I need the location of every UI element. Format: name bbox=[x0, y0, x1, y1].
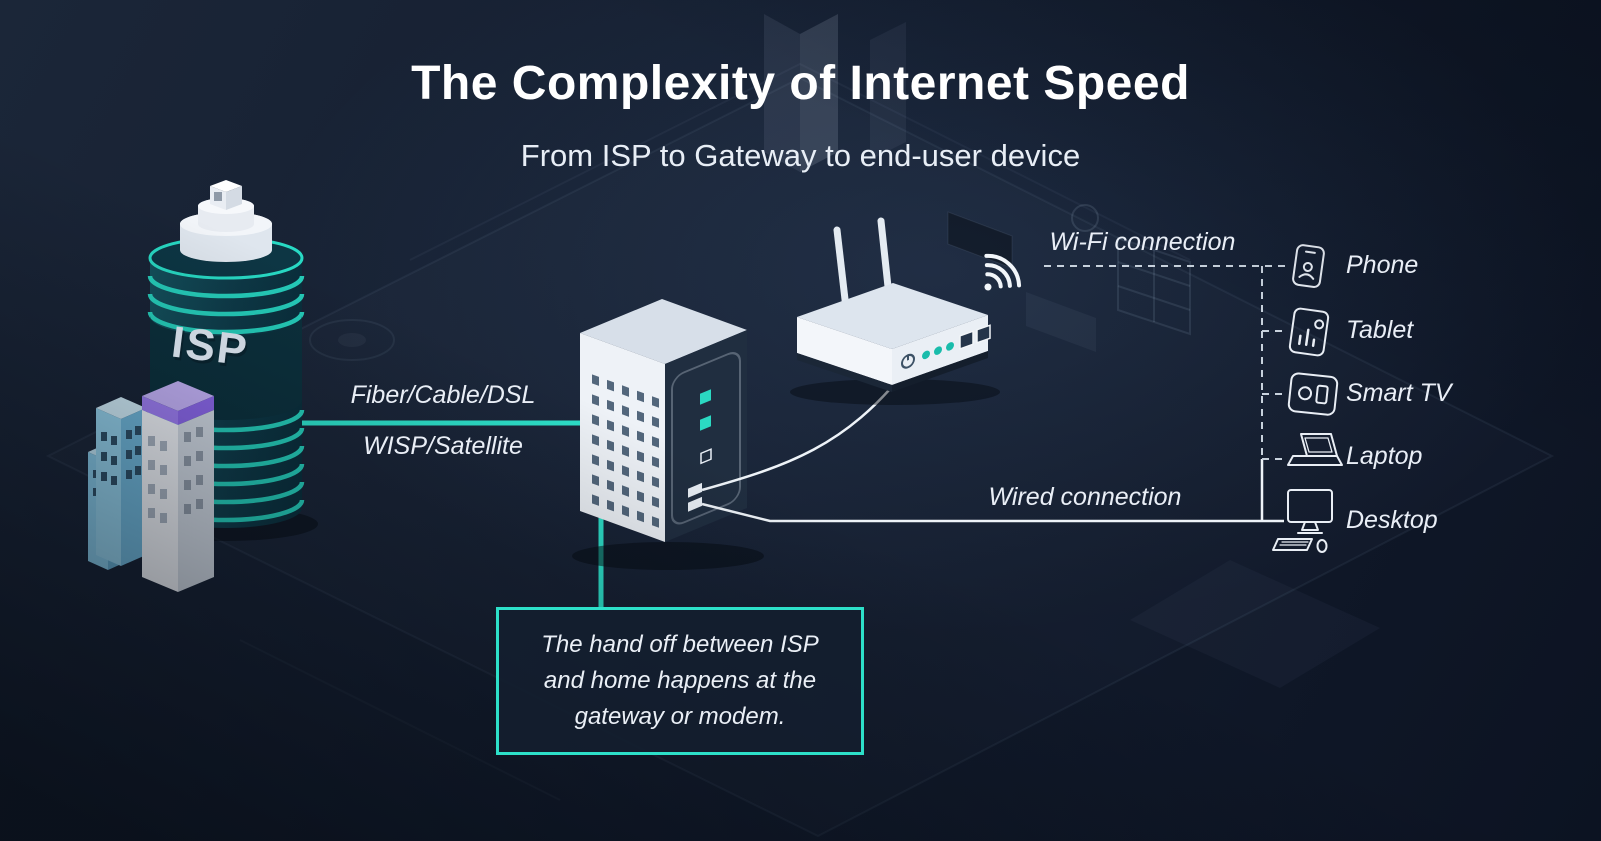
wifi-connection-label: Wi-Fi connection bbox=[1049, 228, 1236, 256]
device-label-desktop: Desktop bbox=[1346, 506, 1438, 534]
device-label-phone: Phone bbox=[1346, 251, 1419, 279]
page-subtitle: From ISP to Gateway to end-user device bbox=[520, 138, 1081, 173]
wired-connection-label: Wired connection bbox=[988, 483, 1182, 511]
device-label-laptop: Laptop bbox=[1346, 442, 1423, 470]
city-buildings-illustration bbox=[88, 381, 214, 592]
isp-link-label-wisp: WISP/Satellite bbox=[363, 432, 523, 460]
callout-text-line2: and home happens at the bbox=[543, 667, 817, 694]
callout-text-line3: gateway or modem. bbox=[574, 703, 786, 730]
page-title: The Complexity of Internet Speed bbox=[411, 57, 1190, 110]
phone-icon bbox=[1292, 244, 1325, 288]
callout-text-line1: The hand off between ISP bbox=[541, 631, 819, 658]
device-label-smart-tv: Smart TV bbox=[1346, 379, 1452, 407]
isp-link-label-fiber: Fiber/Cable/DSL bbox=[350, 381, 536, 409]
callout-box: The hand off between ISP and home happen… bbox=[496, 607, 864, 755]
device-label-tablet: Tablet bbox=[1346, 316, 1414, 344]
